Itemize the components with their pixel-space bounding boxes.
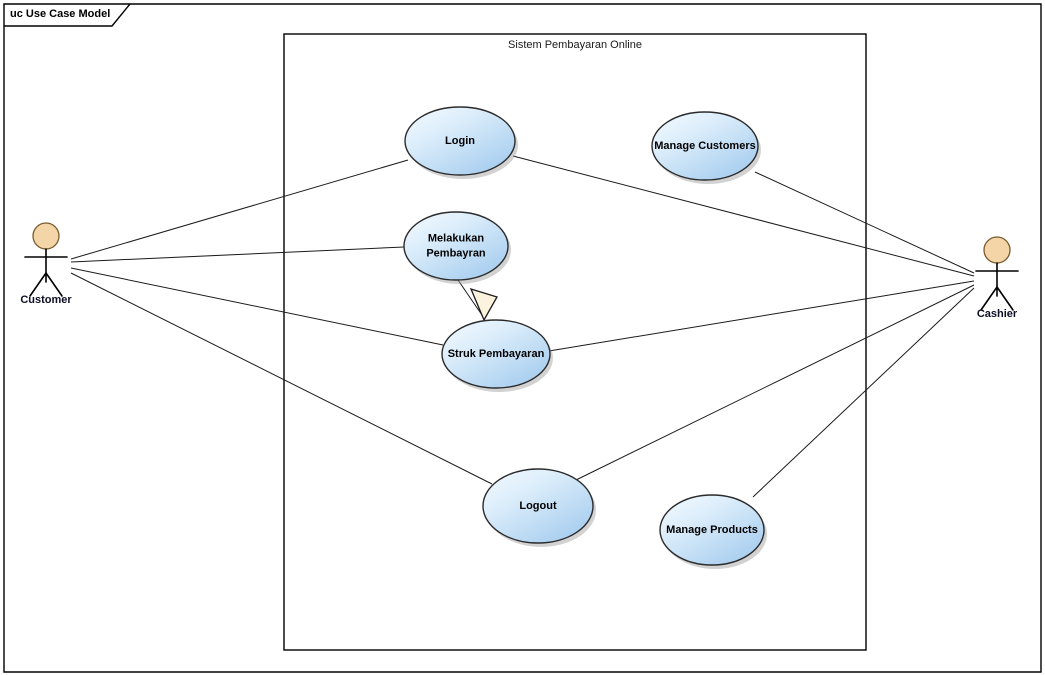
- association-cashier-struk[interactable]: [548, 280, 975, 352]
- system-boundary-rect: [283, 33, 867, 651]
- use-case-struk-pembayaran[interactable]: Struk Pembayaran: [441, 319, 553, 392]
- use-case-ellipse[interactable]: [482, 468, 594, 544]
- actor-leg-right: [45, 272, 63, 297]
- use-case-ellipse[interactable]: [403, 211, 509, 281]
- generalization-arrows: [457, 279, 498, 322]
- use-case-manage-products[interactable]: Manage Products: [659, 494, 767, 569]
- use-case-ellipse[interactable]: [441, 319, 551, 389]
- association-cashier-login[interactable]: [512, 155, 975, 277]
- actor-leg-right: [996, 286, 1014, 311]
- use-case-label: Melakukan: [428, 232, 485, 244]
- use-case-login[interactable]: Login: [404, 106, 518, 179]
- use-case-nodes: Login Manage CustomersMelakukanPembayranS…: [403, 106, 767, 569]
- actor-label: Cashier: [977, 308, 1018, 320]
- use-case-label: Pembayran: [426, 247, 486, 259]
- association-customer-melakukan[interactable]: [70, 246, 405, 263]
- system-boundary-title: Sistem Pembayaran Online: [508, 39, 642, 51]
- use-case-label: Manage Customers: [654, 140, 755, 152]
- actor-leg-left: [980, 286, 998, 311]
- association-cashier-manage-products[interactable]: [752, 287, 975, 498]
- actor-customer[interactable]: Customer: [20, 222, 72, 306]
- use-case-label: Login: [445, 135, 475, 147]
- association-lines: [70, 155, 975, 498]
- actor-label: Customer: [20, 294, 72, 306]
- association-customer-logout[interactable]: [70, 272, 493, 485]
- frame-border: [3, 3, 1042, 673]
- use-case-logout[interactable]: Logout: [482, 468, 596, 547]
- use-case-label: Struk Pembayaran: [448, 348, 545, 360]
- generalization-line-melakukan-to-struk[interactable]: [457, 279, 485, 319]
- use-case-label: Manage Products: [666, 524, 758, 536]
- use-case-ellipse[interactable]: [404, 106, 516, 176]
- actor-cashier[interactable]: Cashier: [975, 236, 1019, 320]
- use-case-ellipse[interactable]: [651, 111, 759, 181]
- frame-title-label: uc Use Case Model: [10, 8, 110, 20]
- generalization-arrowhead-melakukan-to-struk: [469, 287, 498, 322]
- association-customer-login[interactable]: [70, 159, 409, 260]
- use-case-label: Logout: [519, 500, 557, 512]
- use-case-manage-customers[interactable]: Manage Customers: [651, 111, 761, 184]
- association-customer-struk[interactable]: [70, 267, 444, 346]
- actor-leg-left: [29, 272, 47, 297]
- system-boundary: Sistem Pembayaran Online: [283, 33, 867, 651]
- frame-title-tab: [4, 3, 131, 27]
- association-cashier-manage-customers[interactable]: [754, 171, 975, 274]
- actor-head-icon: [32, 222, 60, 250]
- use-case-ellipse[interactable]: [659, 494, 765, 566]
- actor-head-icon: [983, 236, 1011, 264]
- diagram-frame: uc Use Case Model: [3, 3, 1042, 673]
- association-cashier-logout[interactable]: [575, 284, 975, 481]
